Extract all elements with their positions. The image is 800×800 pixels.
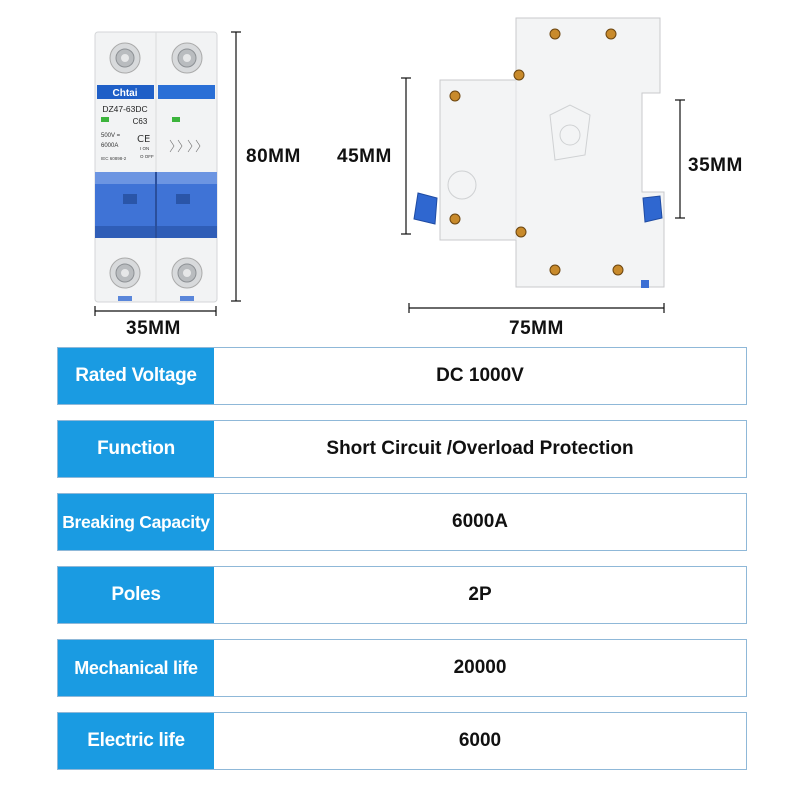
capacity-mark: 6000A xyxy=(101,143,118,149)
spec-label: Electric life xyxy=(58,713,214,769)
breaker-drawing: Chtai DZ47-63DC C63 500V = 6000A IEC 608… xyxy=(94,17,685,316)
off-mark: O OFF xyxy=(140,154,154,159)
on-mark: I ON xyxy=(140,146,149,151)
spec-row-function: Function Short Circuit /Overload Protect… xyxy=(57,420,747,478)
dimension-line xyxy=(94,31,241,316)
status-indicator xyxy=(101,117,109,122)
rating-label: C63 xyxy=(133,117,148,126)
spec-row-poles: Poles 2P xyxy=(57,566,747,624)
spec-value: 2P xyxy=(468,584,492,605)
terminal-screw-icon xyxy=(109,257,141,289)
spec-label: Poles xyxy=(58,567,214,623)
side-width-label: 75MM xyxy=(509,318,564,339)
spec-row-breaking-capacity: Breaking Capacity 6000A xyxy=(57,493,747,551)
standard-mark: IEC 60898-2 xyxy=(101,156,127,161)
spec-value: 6000 xyxy=(458,730,502,751)
spec-table: Rated Voltage DC 1000V Function Short Ci… xyxy=(57,347,747,785)
terminal-screw-icon xyxy=(171,42,203,74)
toggle-handle xyxy=(95,172,217,238)
terminal-screw-icon xyxy=(109,42,141,74)
embossed-logo xyxy=(549,104,591,161)
circuit-symbol-icon xyxy=(169,139,201,153)
model-label: DZ47-63DC xyxy=(102,104,147,114)
spec-value: 6000A xyxy=(452,511,508,532)
spec-label: Mechanical life xyxy=(58,640,214,696)
terminal-screw-icon xyxy=(171,257,203,289)
brand-label: Chtai xyxy=(113,88,138,99)
side-inner-height-label: 35MM xyxy=(688,155,743,176)
breaker-front-view: Chtai DZ47-63DC C63 500V = 6000A IEC 608… xyxy=(94,31,218,303)
voltage-mark: 500V = xyxy=(101,133,121,139)
spec-label: Breaking Capacity xyxy=(58,494,214,550)
spec-value: DC 1000V xyxy=(436,365,524,386)
front-height-label: 80MM xyxy=(246,146,301,167)
spec-row-rated-voltage: Rated Voltage DC 1000V xyxy=(57,347,747,405)
spec-value: 20000 xyxy=(453,657,507,678)
breaker-side-view xyxy=(413,17,665,288)
spec-value: Short Circuit /Overload Protection xyxy=(326,438,634,459)
spec-label: Function xyxy=(58,421,214,477)
rivet-icon xyxy=(449,28,624,276)
ce-mark-icon: CE xyxy=(137,134,150,145)
front-width-label: 35MM xyxy=(126,318,181,339)
din-clip xyxy=(413,192,438,225)
side-height-label: 45MM xyxy=(337,146,392,167)
product-figure: Chtai DZ47-63DC C63 500V = 6000A IEC 608… xyxy=(0,0,800,340)
spec-row-mechanical-life: Mechanical life 20000 xyxy=(57,639,747,697)
spec-row-electric-life: Electric life 6000 xyxy=(57,712,747,770)
dimension-line xyxy=(401,77,685,313)
spec-label: Rated Voltage xyxy=(58,348,214,404)
